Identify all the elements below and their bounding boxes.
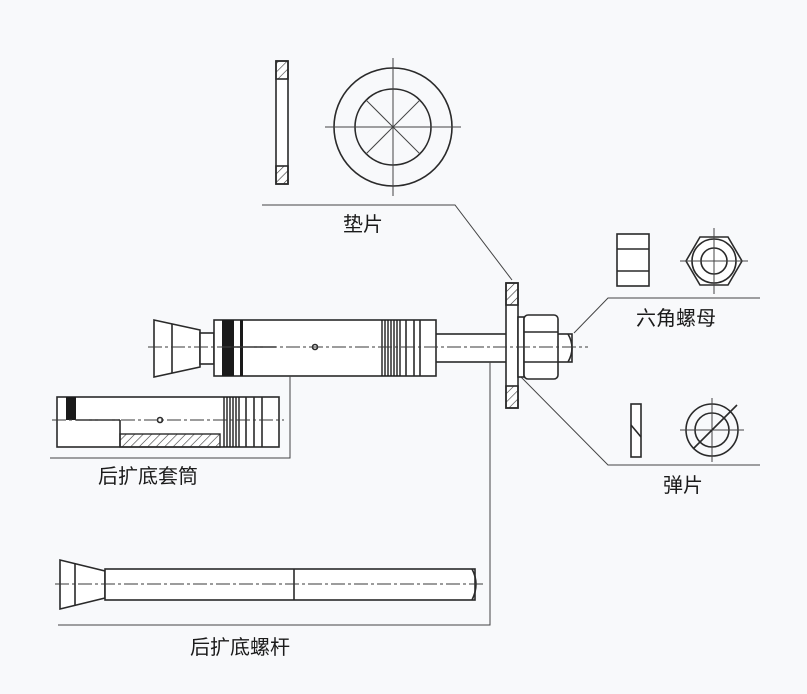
spring-washer-label: 弹片	[663, 473, 703, 497]
spring-washer-side-view	[630, 403, 642, 458]
sleeve-knurling	[381, 320, 401, 376]
hex-nut-side-view	[616, 233, 650, 287]
washer-side-view	[275, 60, 289, 185]
hex-nut-front-view	[680, 228, 748, 294]
washer-label: 垫片	[343, 212, 383, 236]
sleeve-detail-view	[52, 396, 284, 448]
sleeve-detail-knurling	[223, 397, 240, 447]
sleeve-leader	[50, 376, 291, 459]
bolt-leader	[58, 362, 491, 626]
sleeve-label: 后扩底套筒	[98, 464, 198, 488]
spring-washer-front-view	[680, 398, 744, 462]
bolt-detail-view	[55, 558, 485, 611]
hex-nut-label: 六角螺母	[636, 306, 716, 330]
washer-front-view	[325, 58, 461, 196]
hex-nut-leader	[573, 297, 760, 334]
washer-leader	[262, 204, 513, 281]
spring-washer-leader	[519, 375, 760, 466]
assembly-view	[148, 282, 588, 409]
bolt-label: 后扩底螺杆	[190, 635, 290, 659]
